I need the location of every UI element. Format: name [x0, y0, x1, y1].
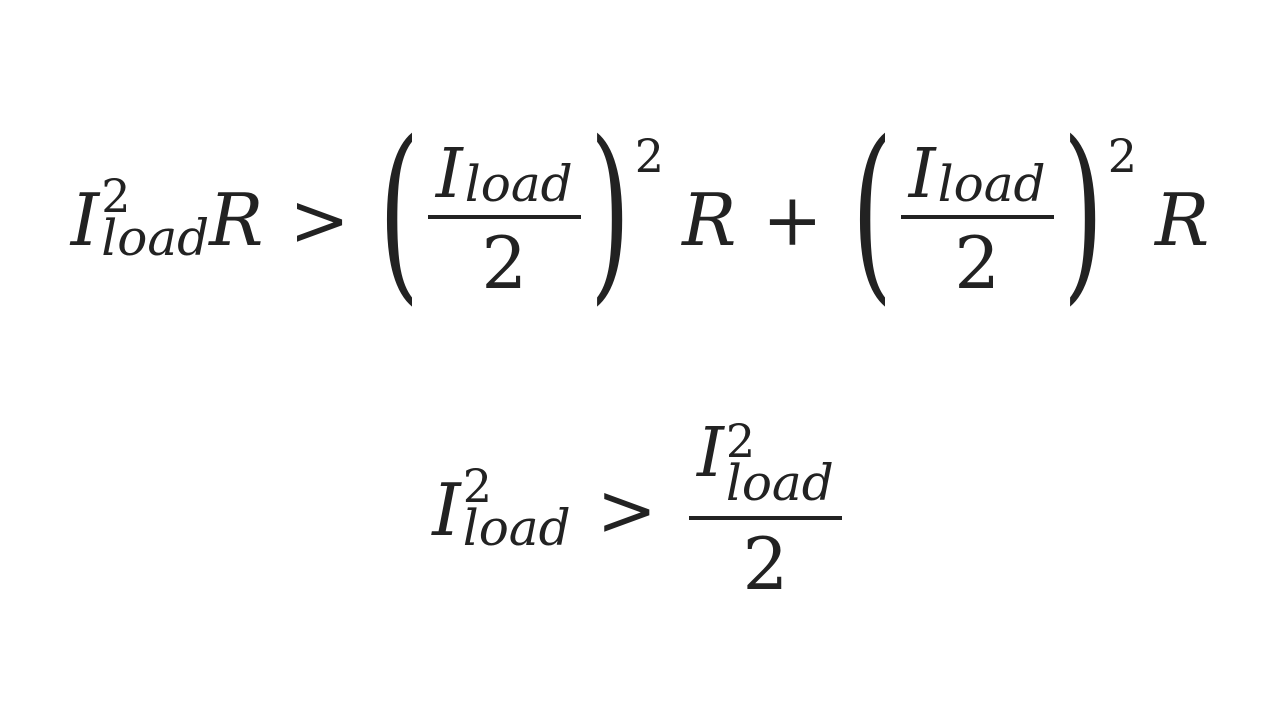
eq1-lhs-sup: 2 — [101, 169, 131, 223]
eq2-lhs-base: I — [432, 468, 461, 552]
eq2-rhs-num-base: I — [696, 414, 724, 493]
eq1-term2-fraction-bar — [900, 215, 1054, 219]
eq1-term2-open-paren: ( — [851, 101, 893, 322]
eq2-rhs-denominator: 2 — [742, 522, 789, 606]
eq1-term1-power: 2 — [634, 129, 665, 183]
eq1-term2-power: 2 — [1107, 129, 1137, 183]
eq1-term2: ( I load 2 ) 2 R — [849, 117, 1210, 315]
eq1-term1-numerator: I load — [428, 141, 581, 215]
equation-2: I 2 load > I 2 load 2 — [0, 410, 1280, 610]
eq2-lhs-sup: 2 — [462, 459, 492, 513]
eq1-term1-num-sub: load — [464, 155, 573, 213]
eq2-lhs-scripts: 2 load — [463, 463, 571, 553]
eq1-lhs-scripts: 2 load — [101, 173, 209, 263]
eq1-term1: ( I load 2 ) 2 R — [376, 117, 737, 315]
eq1-lhs-factor: R — [209, 178, 264, 262]
eq1-term2-fraction: I load 2 — [900, 141, 1054, 305]
eq1-term2-numerator: I load — [901, 141, 1054, 215]
eq2-rhs-fraction: I 2 load 2 — [688, 414, 842, 606]
eq2-rhs-num-scripts: 2 load — [726, 418, 834, 508]
eq1-term1-num-base: I — [435, 135, 463, 214]
eq2-lhs-sub: load — [462, 499, 571, 557]
eq1-term1-fraction: I load 2 — [427, 141, 581, 305]
eq1-plus: + — [762, 178, 823, 262]
eq1-term2-factor: R — [1154, 178, 1210, 262]
eq2-rhs-num-sub: load — [725, 454, 834, 512]
equation-1: I 2 load R > ( I load 2 ) 2 R + ( — [0, 117, 1280, 320]
eq1-term2-close-paren: ) — [1062, 101, 1104, 322]
eq2-relation: > — [596, 468, 657, 552]
eq1-term1-fraction-bar — [427, 215, 581, 219]
eq1-term2-denominator: 2 — [954, 221, 1001, 305]
eq1-term2-num-base: I — [908, 135, 936, 214]
eq1-lhs-base: I — [70, 178, 100, 262]
eq2-rhs-fraction-bar — [688, 516, 842, 520]
eq1-term1-close-paren: ) — [589, 101, 631, 322]
eq1-term1-open-paren: ( — [378, 101, 420, 322]
eq2-lhs: I 2 load — [432, 463, 571, 555]
eq1-term2-num-sub: load — [937, 155, 1046, 213]
eq1-relation: > — [289, 178, 350, 262]
eq1-term1-factor: R — [682, 178, 737, 262]
eq1-term1-denominator: 2 — [481, 221, 528, 305]
eq2-rhs-num-sup: 2 — [725, 414, 756, 468]
eq1-lhs-sub: load — [101, 209, 210, 267]
eq2-rhs-numerator: I 2 load — [689, 414, 842, 516]
eq1-lhs: I 2 load R — [70, 173, 264, 265]
